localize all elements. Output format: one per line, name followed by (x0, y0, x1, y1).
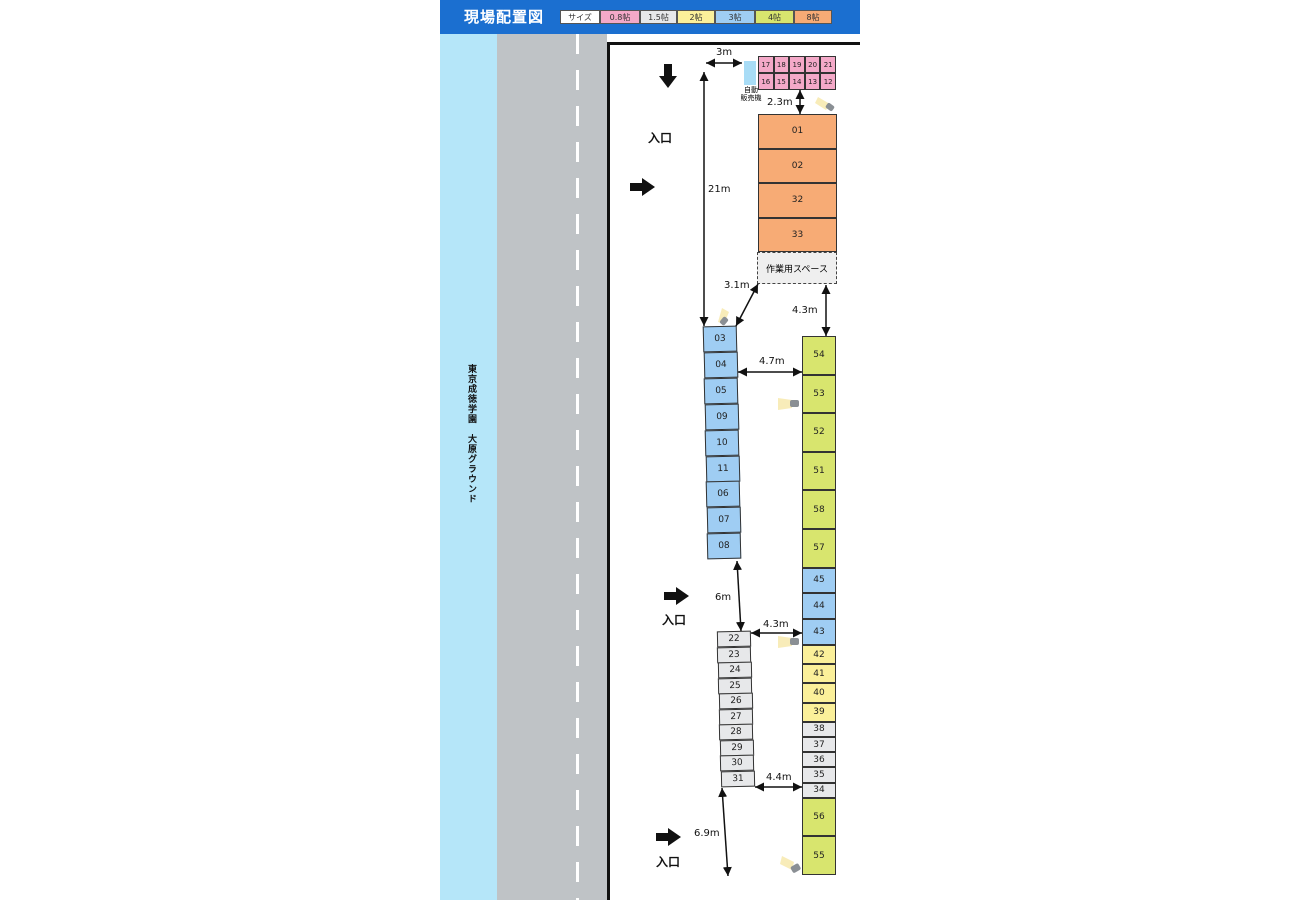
entrance-label-1: 入口 (648, 131, 673, 145)
storage-unit: 45 (802, 567, 836, 594)
dimension-label: 21m (708, 184, 731, 195)
storage-unit: 02 (758, 148, 837, 183)
storage-unit: 35 (802, 767, 836, 783)
dimension-label: 2.3m (767, 97, 793, 108)
arrows-overlay (630, 58, 835, 877)
school-ground-label: 東京成徳学園 大原グラウンド (466, 364, 476, 504)
entrance-arrow-icon (664, 587, 689, 605)
storage-unit: 51 (802, 451, 836, 491)
storage-unit: 15 (773, 73, 790, 90)
dimension-arrow (718, 787, 732, 877)
storage-unit: 37 (802, 737, 836, 753)
storage-unit: 33 (758, 217, 837, 252)
dimension-label: 4.4m (766, 772, 792, 783)
road (497, 34, 607, 900)
storage-unit: 32 (758, 183, 837, 218)
site-boundary-left (607, 42, 610, 900)
storage-unit: 21 (820, 56, 836, 73)
camera-icon (718, 308, 729, 326)
dimension-arrow (733, 560, 745, 632)
dimension-arrow (735, 283, 759, 327)
storage-unit: 39 (802, 702, 836, 722)
storage-unit: 36 (802, 752, 836, 768)
work-space-label: 作業用スペース (766, 264, 828, 275)
legend-item: 1.5帖 (640, 10, 677, 24)
entrance-label-2: 入口 (662, 613, 687, 627)
storage-unit: 57 (802, 529, 836, 568)
camera-icon (780, 856, 801, 873)
storage-unit: 44 (802, 593, 836, 620)
legend-item: 3帖 (715, 10, 755, 24)
storage-unit: 55 (802, 836, 836, 875)
storage-unit: 20 (804, 56, 821, 73)
storage-unit: 01 (758, 114, 837, 149)
work-space-area: 作業用スペース (757, 252, 837, 284)
dimension-label: 6m (715, 592, 732, 603)
storage-unit: 38 (802, 721, 836, 737)
storage-unit: 18 (773, 56, 790, 73)
camera-icon (778, 398, 799, 410)
entrance-arrow-icon (656, 828, 681, 846)
entrance-arrow-icon (630, 178, 655, 196)
entrance-label-3: 入口 (656, 855, 681, 869)
legend-item: 4帖 (755, 10, 794, 24)
storage-unit: 34 (802, 782, 836, 798)
storage-unit: 12 (820, 73, 836, 90)
storage-unit: 40 (802, 683, 836, 703)
storage-unit: 42 (802, 645, 836, 665)
storage-unit: 58 (802, 490, 836, 529)
storage-unit: 54 (802, 336, 836, 375)
storage-unit: 13 (804, 73, 821, 90)
storage-unit: 19 (789, 56, 805, 73)
legend-item: 0.8帖 (600, 10, 640, 24)
dimension-label: 4.3m (792, 305, 818, 316)
legend-item: 2帖 (677, 10, 715, 24)
storage-unit: 16 (758, 73, 774, 90)
storage-unit: 17 (758, 56, 774, 73)
dimension-label: 3m (716, 47, 733, 58)
dimension-label: 4.7m (759, 356, 785, 367)
legend-size-header: サイズ (560, 10, 600, 24)
storage-unit: 43 (802, 619, 836, 645)
page-title: 現場配置図 (464, 8, 545, 26)
camera-icon (778, 636, 799, 648)
legend-item: 8帖 (794, 10, 832, 24)
vending-machine-label: 自動 販売機 (740, 86, 762, 102)
dimension-label: 4.3m (763, 619, 789, 630)
storage-unit: 53 (802, 374, 836, 414)
camera-icon (815, 97, 835, 111)
storage-unit: 14 (789, 73, 805, 90)
site-boundary-top (607, 42, 860, 45)
river-strip (440, 34, 497, 900)
storage-unit: 41 (802, 664, 836, 684)
vending-machine (744, 61, 756, 85)
lane-divider (576, 34, 579, 900)
dimension-label: 6.9m (694, 828, 720, 839)
entrance-arrow-icon (659, 64, 677, 88)
storage-unit: 56 (802, 797, 836, 837)
storage-unit: 52 (802, 413, 836, 452)
